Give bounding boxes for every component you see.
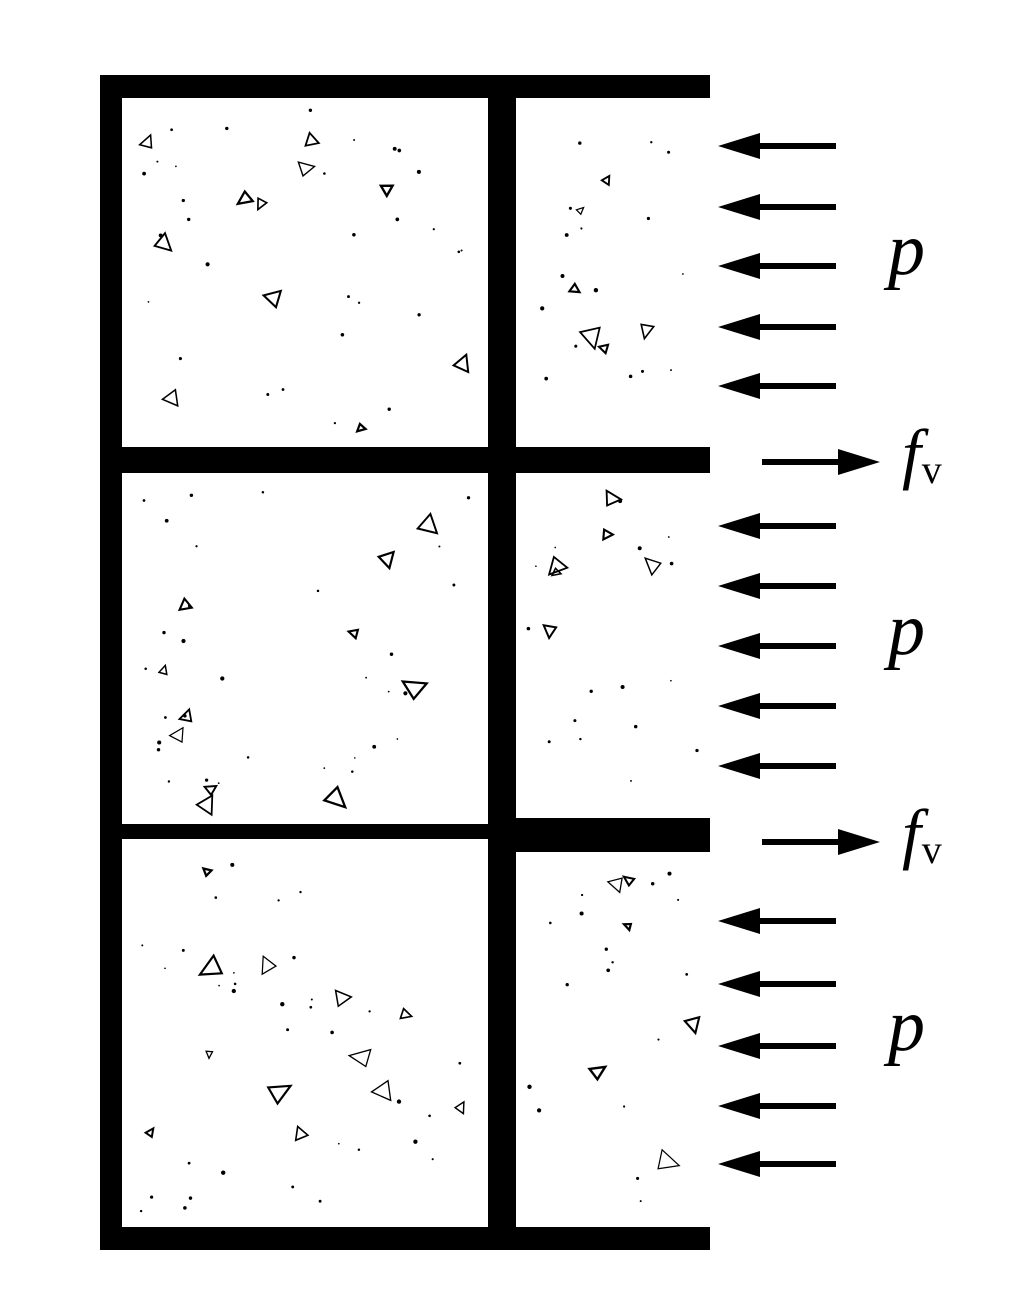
wall-center-column [488, 75, 516, 1250]
shear-label-symbol: f [902, 795, 921, 872]
concrete-stipple-texture [138, 108, 470, 433]
concrete-stipple-texture [527, 871, 701, 1203]
wall-joint-beam-1 [100, 447, 710, 473]
wall-panel-mid-right [516, 473, 710, 818]
pressure-arrow [718, 253, 836, 279]
pressure-arrow [718, 314, 836, 340]
pressure-label: p [888, 209, 925, 292]
shear-label: fv [902, 799, 942, 870]
pressure-arrow [718, 373, 836, 399]
pressure-arrow [718, 753, 836, 779]
shear-label-subscript: v [921, 827, 942, 873]
wall-panel-bottom-left [122, 852, 488, 1227]
shear-arrow [762, 449, 880, 475]
shear-arrow [762, 829, 880, 855]
wall-panel-top-left [122, 98, 488, 447]
pressure-arrow [718, 1093, 836, 1119]
pressure-arrow [718, 573, 836, 599]
wall-left-border [100, 75, 122, 1250]
pressure-arrow [718, 693, 836, 719]
pressure-label: p [888, 985, 925, 1068]
pressure-arrow [718, 513, 836, 539]
concrete-stipple-texture [142, 491, 471, 817]
pressure-label: p [888, 589, 925, 672]
wall-panel-top-right [516, 98, 710, 447]
pressure-arrow [718, 133, 836, 159]
wall-panel-mid-left [122, 473, 488, 824]
pressure-arrow [718, 908, 836, 934]
concrete-stipple-texture [526, 489, 699, 782]
wall-joint-beam-2-left [100, 824, 495, 839]
pressure-arrow [718, 971, 836, 997]
pressure-arrow [718, 194, 836, 220]
wall-bottom-beam [100, 1227, 710, 1250]
pressure-arrow [718, 1151, 836, 1177]
shear-label-symbol: f [902, 415, 921, 492]
shear-label: fv [902, 419, 942, 490]
wall-panel-bottom-right [516, 852, 710, 1227]
shear-label-subscript: v [921, 447, 942, 493]
wall-top-beam [100, 75, 710, 98]
concrete-stipple-texture [540, 141, 684, 381]
concrete-stipple-texture [139, 862, 465, 1213]
pressure-arrow [718, 633, 836, 659]
wall-joint-beam-2-right [488, 818, 710, 852]
pressure-arrow [718, 1033, 836, 1059]
